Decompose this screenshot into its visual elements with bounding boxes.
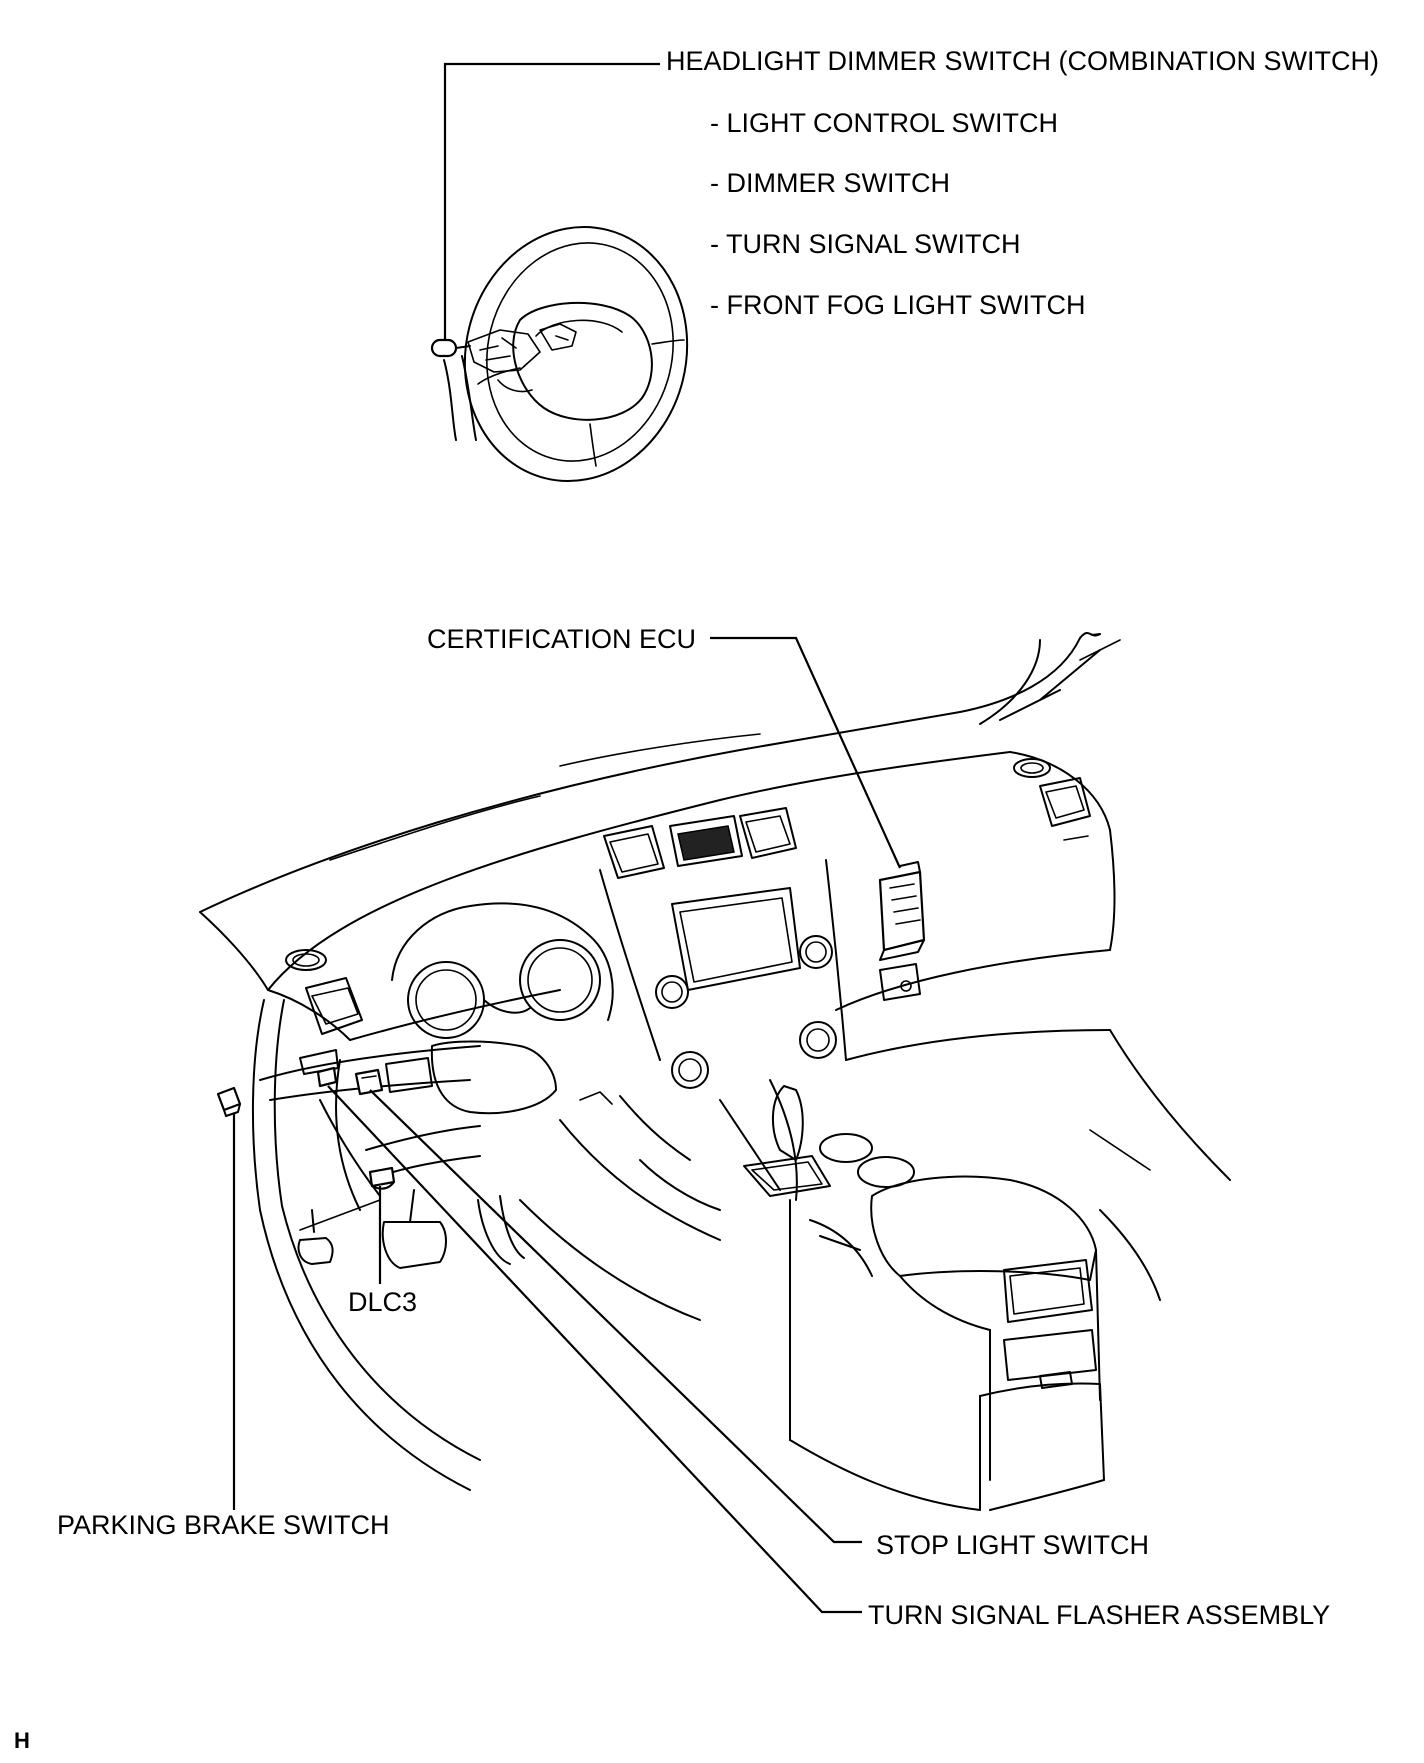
label-stop-light-switch: STOP LIGHT SWITCH bbox=[876, 1530, 1150, 1560]
leader-turn-signal-flasher bbox=[327, 1085, 862, 1614]
label-certification-ecu: CERTIFICATION ECU bbox=[427, 624, 697, 654]
corner-mark: H bbox=[14, 1728, 30, 1753]
turn-signal-flasher-part bbox=[316, 1066, 338, 1088]
dashboard-drawing bbox=[199, 632, 1231, 1511]
label-light-control-switch: - LIGHT CONTROL SWITCH bbox=[710, 108, 1059, 138]
stop-light-switch-part bbox=[354, 1068, 384, 1096]
leader-certification-ecu bbox=[710, 636, 902, 869]
label-front-fog-light-switch: - FRONT FOG LIGHT SWITCH bbox=[710, 290, 1086, 320]
leader-headlight-dimmer bbox=[443, 62, 660, 340]
label-dlc3: DLC3 bbox=[348, 1287, 418, 1317]
dlc3-part bbox=[368, 1166, 396, 1190]
label-parking-brake-switch: PARKING BRAKE SWITCH bbox=[57, 1510, 390, 1540]
parking-brake-switch-part bbox=[216, 1086, 242, 1117]
label-dimmer-switch: - DIMMER SWITCH bbox=[710, 168, 950, 198]
label-headlight-dimmer-switch: HEADLIGHT DIMMER SWITCH (COMBINATION SWI… bbox=[666, 46, 1379, 76]
certification-ecu-part bbox=[878, 861, 926, 961]
steering-wheel-drawing bbox=[430, 225, 689, 483]
label-turn-signal-flasher-assembly: TURN SIGNAL FLASHER ASSEMBLY bbox=[868, 1600, 1331, 1630]
leader-stop-light bbox=[369, 1089, 862, 1544]
label-turn-signal-switch: - TURN SIGNAL SWITCH bbox=[710, 229, 1021, 259]
